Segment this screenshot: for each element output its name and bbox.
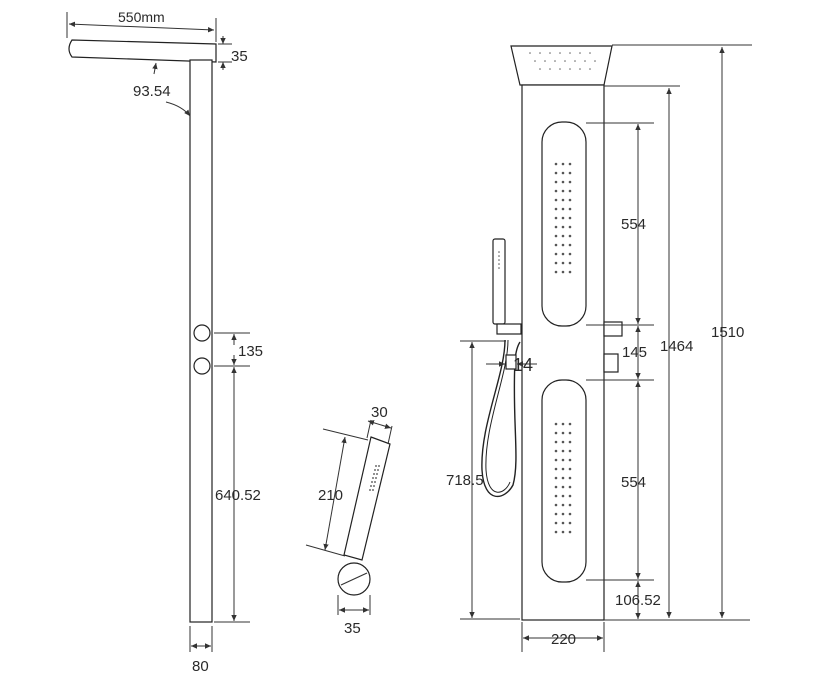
dim-panel-width: 220 (551, 631, 576, 648)
dim-middle-spacing: 145 (622, 344, 647, 361)
handshower-bracket (496, 323, 522, 335)
dim-hose-height: 718.5 (446, 472, 484, 489)
dim-top-width: 550mm (118, 9, 165, 25)
dim-lower-jet-height: 554 (621, 474, 646, 491)
dim-handshower-width: 30 (371, 404, 388, 421)
front-knob-upper (603, 321, 623, 337)
hose-outlet (505, 354, 517, 370)
handshower-detail (337, 436, 391, 596)
upper-jet-panel (541, 121, 587, 327)
dim-control-height: 640.52 (215, 487, 261, 504)
dim-upper-jet-height: 554 (621, 216, 646, 233)
lower-jet-nozzles (554, 422, 572, 534)
dim-hose-offset: 14 (513, 355, 533, 375)
front-view-panel (481, 45, 623, 621)
handshower-body (343, 436, 391, 561)
side-view-dimensions: 550mm 35 93.54 135 640.52 80 (66, 9, 263, 675)
handshower-dimensions: 30 210 35 (305, 404, 393, 637)
lower-jet-panel (541, 379, 587, 583)
rain-head-nozzles (529, 52, 596, 70)
control-knob-upper (193, 324, 211, 342)
dim-top-angle: 93.54 (133, 83, 171, 100)
rain-head (510, 45, 613, 86)
rain-head-arm (68, 39, 217, 63)
dim-handshower-length: 210 (318, 487, 343, 504)
dim-panel-height: 1464 (660, 338, 693, 355)
dim-column-width: 80 (192, 658, 209, 675)
front-view-dimensions: 554 145 554 106.52 1464 1510 220 718.5 (446, 44, 752, 652)
dim-top-thickness: 35 (231, 48, 248, 65)
dim-control-spacing: 135 (238, 343, 263, 360)
control-knob-lower (193, 357, 211, 375)
side-view-column (68, 39, 217, 623)
upper-jet-nozzles (554, 162, 572, 274)
dim-handshower-base: 35 (344, 620, 361, 637)
dim-total-height: 1510 (711, 324, 744, 341)
front-knob-lower (603, 353, 619, 373)
dim-bottom-offset: 106.52 (615, 592, 661, 609)
